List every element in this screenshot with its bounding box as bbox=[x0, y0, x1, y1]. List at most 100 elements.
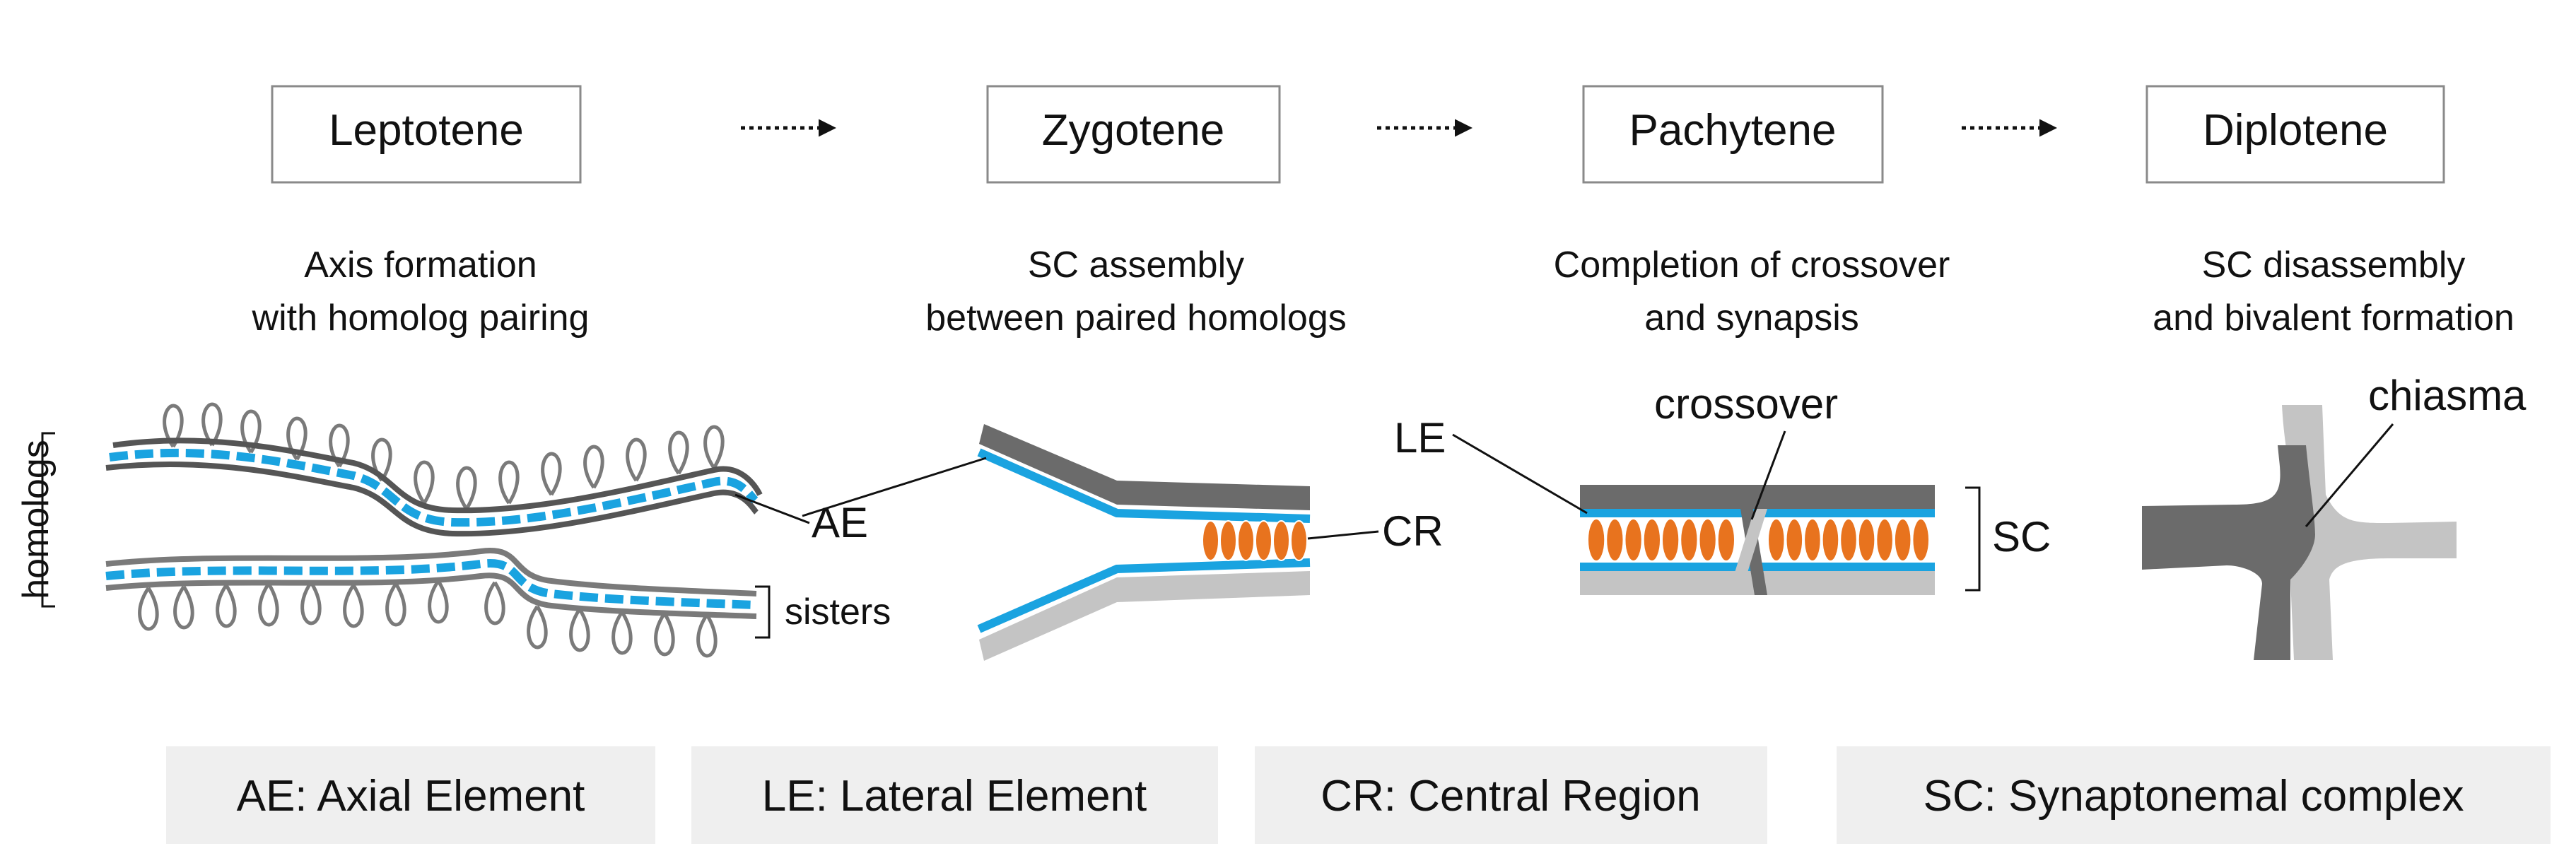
central-region-unit bbox=[1803, 518, 1822, 562]
sisters-label: sisters bbox=[785, 592, 891, 633]
homolog-dark bbox=[979, 424, 1310, 510]
central-region-unit bbox=[1875, 518, 1894, 562]
stage-description: between paired homologs bbox=[925, 298, 1347, 339]
chromosome-light bbox=[2282, 405, 2457, 660]
chromatin-loop bbox=[371, 437, 392, 482]
central-region-unit bbox=[1698, 518, 1717, 562]
chromosome-dark bbox=[2142, 445, 2315, 660]
stage-label: Pachytene bbox=[1629, 106, 1837, 155]
homologs-bracket bbox=[41, 432, 55, 608]
chromatin-loops bbox=[163, 402, 725, 510]
sister-chromatid bbox=[105, 572, 757, 619]
chromatin-loop bbox=[414, 460, 435, 505]
stage-pachytene: Pachytene bbox=[1582, 85, 1884, 184]
legend: AE: Axial Element LE: Lateral Element CR… bbox=[166, 746, 2551, 844]
chromatin-loop bbox=[240, 409, 262, 454]
central-region-unit bbox=[1911, 518, 1930, 562]
chromatin-loop bbox=[484, 581, 505, 625]
chromatin-loop bbox=[138, 587, 159, 631]
sister-chromatid bbox=[112, 437, 763, 514]
central-region-unit bbox=[1716, 518, 1735, 562]
zygotene-illustration: CR bbox=[802, 424, 1444, 661]
central-region-unit bbox=[1587, 518, 1606, 562]
central-region-unit bbox=[1767, 518, 1786, 562]
central-region-unit bbox=[1785, 518, 1804, 562]
homolog-light bbox=[979, 571, 1310, 661]
central-region-unit bbox=[1255, 520, 1272, 561]
chromatin-loop bbox=[201, 402, 223, 447]
stage-box bbox=[2145, 85, 2445, 184]
stage-box bbox=[271, 85, 582, 184]
chromatin-loop bbox=[343, 584, 364, 628]
chromatin-loop bbox=[286, 416, 308, 461]
sisters-bracket bbox=[755, 585, 771, 639]
stage-label: Diplotene bbox=[2203, 106, 2388, 155]
central-region bbox=[1767, 518, 1930, 562]
stage-description: Completion of crossover bbox=[1554, 245, 1950, 286]
central-region-unit bbox=[1893, 518, 1912, 562]
chromatin-loop bbox=[626, 437, 647, 482]
central-region-unit bbox=[1642, 518, 1661, 562]
chromatin-loops bbox=[138, 580, 718, 658]
chromatin-loop bbox=[428, 580, 449, 624]
central-region-unit bbox=[1605, 518, 1624, 562]
sister-chromatid bbox=[105, 548, 757, 597]
stage-box bbox=[986, 85, 1281, 184]
lateral-element bbox=[977, 558, 1311, 633]
stage-label: Leptotene bbox=[329, 106, 524, 155]
ae-leader bbox=[734, 493, 810, 524]
chromatin-loop bbox=[654, 612, 675, 657]
stage-description: SC disassembly bbox=[2202, 245, 2466, 286]
central-region-unit bbox=[1821, 518, 1840, 562]
chromatin-loop bbox=[163, 404, 184, 448]
chromatin-loop bbox=[498, 460, 520, 505]
stage-zygotene: Zygotene bbox=[986, 85, 1281, 184]
leptotene-illustration: homologs AE sisters bbox=[16, 402, 891, 658]
stage-label: Zygotene bbox=[1042, 106, 1225, 155]
stage-box bbox=[1582, 85, 1884, 184]
axial-element bbox=[109, 448, 759, 527]
legend-item-box bbox=[1837, 746, 2551, 844]
legend-item-le: LE: Lateral Element bbox=[762, 772, 1147, 821]
pachytene-illustration: LE crossover SC bbox=[1394, 380, 2051, 595]
crossover-strand-light bbox=[1728, 509, 1767, 595]
sc-label: SC bbox=[1992, 513, 2051, 560]
cr-label: CR bbox=[1382, 507, 1444, 555]
central-region bbox=[1587, 518, 1735, 562]
legend-item-box bbox=[691, 746, 1218, 844]
le-label: LE bbox=[1394, 414, 1446, 462]
central-region-unit bbox=[1202, 520, 1219, 561]
legend-item-ae: AE: Axial Element bbox=[237, 772, 585, 821]
ae-label: AE bbox=[812, 499, 868, 546]
chromatin-loop bbox=[216, 584, 237, 628]
chromatin-loop bbox=[569, 608, 590, 652]
stage-leptotene: Leptotene bbox=[271, 85, 582, 184]
stage-diplotene: Diplotene bbox=[2145, 85, 2445, 184]
stage-description: Axis formation bbox=[304, 245, 537, 286]
chiasma-label: chiasma bbox=[2368, 372, 2527, 419]
chromatin-loop bbox=[527, 605, 548, 650]
cr-leader bbox=[1307, 530, 1379, 540]
chromatin-loop bbox=[541, 452, 562, 496]
central-region-unit bbox=[1290, 520, 1308, 561]
lateral-element bbox=[977, 448, 1311, 523]
chromatin-loop bbox=[300, 581, 322, 625]
central-region-unit bbox=[1272, 520, 1290, 561]
chromatin-loop bbox=[696, 613, 718, 658]
legend-item-cr: CR: Central Region bbox=[1321, 772, 1701, 821]
chromatin-loop bbox=[258, 582, 279, 627]
central-region-unit bbox=[1624, 518, 1643, 562]
chromatin-loop bbox=[668, 430, 689, 475]
central-region-unit bbox=[1839, 518, 1858, 562]
chromatin-loop bbox=[385, 582, 406, 627]
stage-description: SC assembly bbox=[1028, 245, 1244, 286]
sister-chromatid bbox=[105, 461, 759, 537]
central-region-unit bbox=[1219, 520, 1237, 561]
stage-description: and synapsis bbox=[1644, 298, 1859, 339]
chromatin-loop bbox=[329, 423, 350, 468]
legend-item-box bbox=[166, 746, 655, 844]
chromatin-loop bbox=[583, 445, 604, 489]
central-region-unit bbox=[1857, 518, 1876, 562]
chromatin-loop bbox=[703, 425, 725, 469]
chromatin-loop bbox=[456, 466, 477, 510]
